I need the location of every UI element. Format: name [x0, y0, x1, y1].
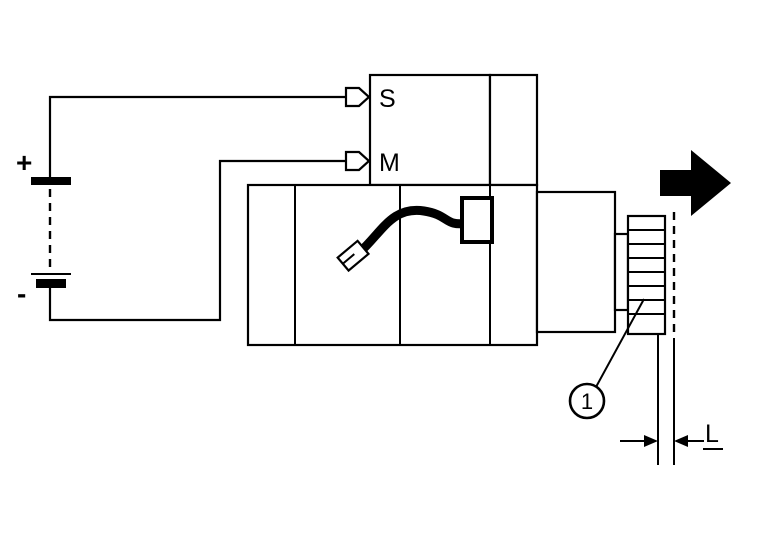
solenoid-end-cap [488, 73, 539, 187]
battery-top-plate [31, 177, 71, 185]
pinion-motion-arrow-icon [660, 150, 731, 216]
jumper-cable [336, 196, 494, 273]
dimension-l: L [620, 334, 723, 465]
callout-1: 1 [568, 298, 645, 420]
m-terminal-connector [344, 150, 371, 172]
terminal-s-label: S [379, 85, 396, 113]
test-circuit-wiring [48, 86, 371, 322]
starter-motor-body [246, 183, 630, 347]
wire-battery-to-m-terminal [48, 159, 346, 322]
s-terminal-connector [344, 86, 371, 108]
dimension-arrowhead-right [674, 435, 688, 447]
dimension-arrowhead-left [644, 435, 658, 447]
pinion-gear-assembly [626, 212, 676, 338]
battery-symbol: + - [16, 147, 71, 309]
wire-battery-to-s-terminal [48, 95, 346, 177]
solenoid-assembly: S M [368, 73, 539, 187]
cable-spade-slot [342, 253, 355, 265]
terminal-m-label: M [379, 149, 400, 177]
battery-bottom-plate [36, 279, 66, 288]
cable-spade-connector [336, 239, 371, 273]
callout-number: 1 [581, 389, 593, 414]
cable-terminal-block [460, 196, 494, 244]
dimension-label: L [705, 420, 719, 448]
jumper-cable-lead [355, 205, 473, 257]
callout-leader-line [595, 298, 645, 388]
drive-end-housing [535, 190, 617, 334]
callout-circle [568, 382, 606, 420]
pinion-collar [613, 232, 630, 312]
battery-plus-label: + [16, 147, 32, 178]
battery-minus-label: - [17, 278, 26, 309]
